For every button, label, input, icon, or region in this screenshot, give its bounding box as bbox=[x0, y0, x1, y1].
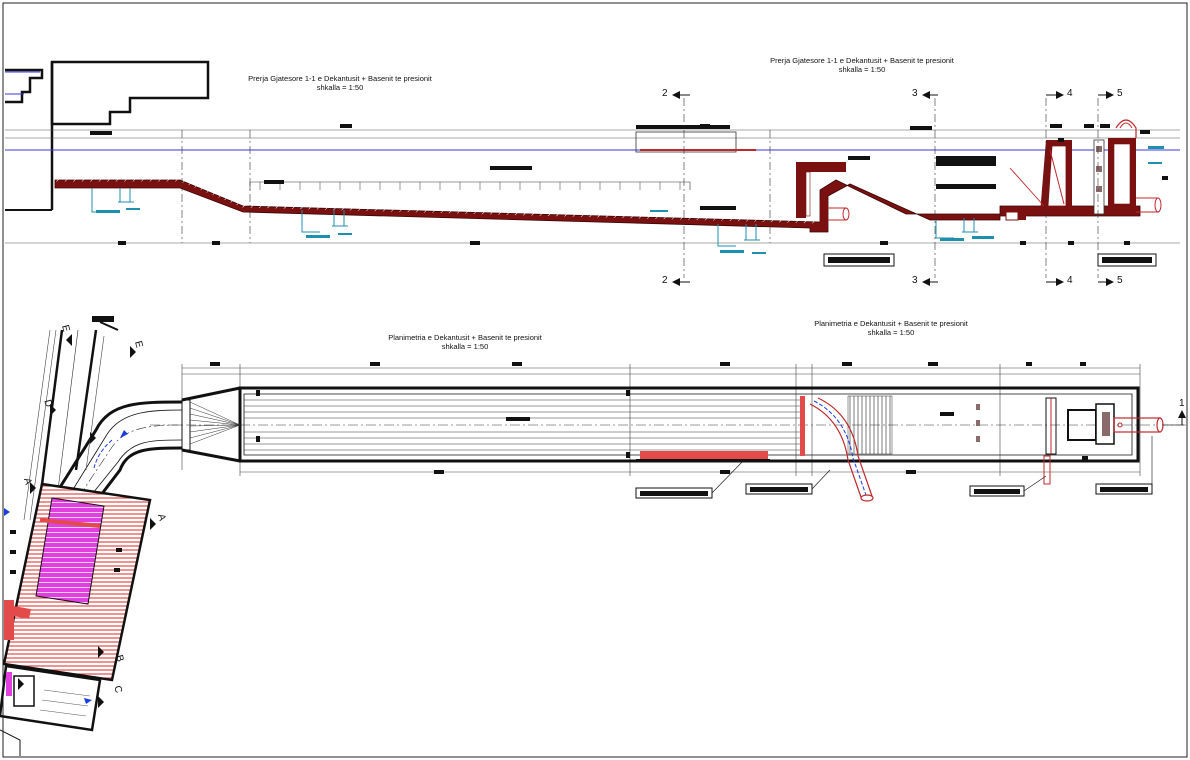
plan-view bbox=[0, 316, 1186, 756]
section-mark-5-top: 5 bbox=[1117, 88, 1123, 99]
pressure-basin-section bbox=[1005, 119, 1162, 221]
plan-title-right: Planimetria e Dekantusit + Basenit te pr… bbox=[756, 319, 1026, 337]
intake-chamber bbox=[796, 162, 846, 172]
plan-title-left-line1: Planimetria e Dekantusit + Basenit te pr… bbox=[388, 333, 542, 342]
plan-title-right-scale: shkalla = 1:50 bbox=[867, 328, 915, 337]
section-title-left-line1: Prerja Gjatesore 1-1 e Dekantusit + Base… bbox=[248, 74, 432, 83]
section-title-right-line1: Prerja Gjatesore 1-1 e Dekantusit + Base… bbox=[770, 56, 954, 65]
section-mark-1-plan: 1 bbox=[1179, 398, 1185, 409]
settling-basin-outline bbox=[238, 386, 1140, 463]
section-title-right: Prerja Gjatesore 1-1 e Dekantusit + Base… bbox=[722, 56, 1002, 74]
section-mark-4-top: 4 bbox=[1067, 88, 1073, 99]
plan-title-left: Planimetria e Dekantusit + Basenit te pr… bbox=[330, 333, 600, 351]
plan-title-left-scale: shkalla = 1:50 bbox=[441, 342, 489, 351]
section-mark-3-top: 3 bbox=[912, 88, 918, 99]
sluice-gate bbox=[800, 396, 805, 456]
section-mark-3-bottom: 3 bbox=[912, 275, 918, 286]
section-mark-4-bottom: 4 bbox=[1067, 275, 1073, 286]
section-title-right-scale: shkalla = 1:50 bbox=[838, 65, 886, 74]
section-title-left-scale: shkalla = 1:50 bbox=[316, 83, 364, 92]
approach-channel bbox=[50, 400, 183, 521]
section-title-left: Prerja Gjatesore 1-1 e Dekantusit + Base… bbox=[200, 74, 480, 92]
section-mark-2-bottom: 2 bbox=[662, 275, 668, 286]
section-mark-5-bottom: 5 bbox=[1117, 275, 1123, 286]
longitudinal-section bbox=[5, 60, 1180, 286]
plan-title-right-line1: Planimetria e Dekantusit + Basenit te pr… bbox=[814, 319, 968, 328]
existing-building-outline bbox=[50, 60, 210, 126]
bypass-pipe bbox=[809, 397, 873, 501]
level-annotations bbox=[91, 146, 1164, 254]
existing-structure-left bbox=[5, 68, 44, 104]
section-mark-2-top: 2 bbox=[662, 88, 668, 99]
